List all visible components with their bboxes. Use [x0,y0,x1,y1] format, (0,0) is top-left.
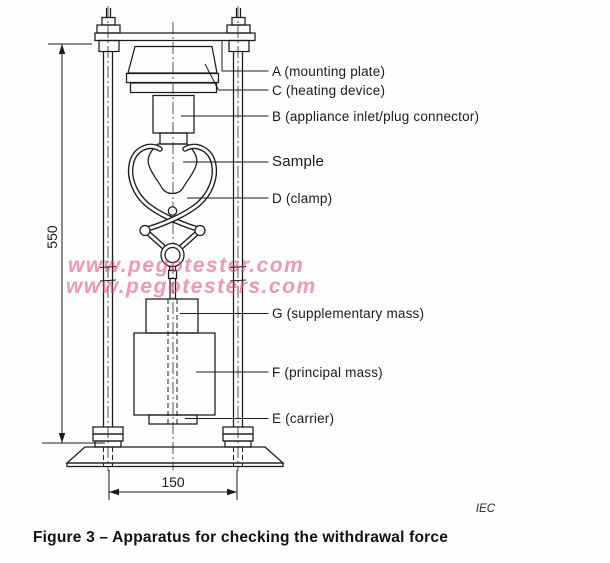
label-carrier: E (carrier) [272,411,335,426]
iec-credit: IEC [475,503,495,515]
leader-lines [180,40,269,419]
label-principal-mass: F (principal mass) [272,365,383,380]
connector-shape [152,94,195,145]
clamp-shape [127,143,218,299]
dimension-550-lines [42,43,105,444]
label-mounting-plate: A (mounting plate) [272,64,386,79]
watermark-line-2: www.pegotesters.com [66,275,317,298]
mounting-frame-shape [65,8,285,468]
watermark-line-1: www.pegotester.com [68,254,305,277]
heating-device-shape [125,45,220,94]
label-supplementary-mass: G (supplementary mass) [272,306,425,321]
dimension-150-lines [108,470,238,500]
dimension-height-550: 550 [44,225,60,249]
figure-caption: Figure 3 – Apparatus for checking the wi… [33,529,449,546]
sample-shape [147,143,198,195]
mass-assembly-shape [133,298,216,425]
label-clamp: D (clamp) [272,191,333,206]
label-plug-connector: B (appliance inlet/plug connector) [272,109,480,124]
dimension-width-150: 150 [161,474,185,490]
label-sample: Sample [272,153,325,170]
label-heating-device: C (heating device) [272,83,386,98]
